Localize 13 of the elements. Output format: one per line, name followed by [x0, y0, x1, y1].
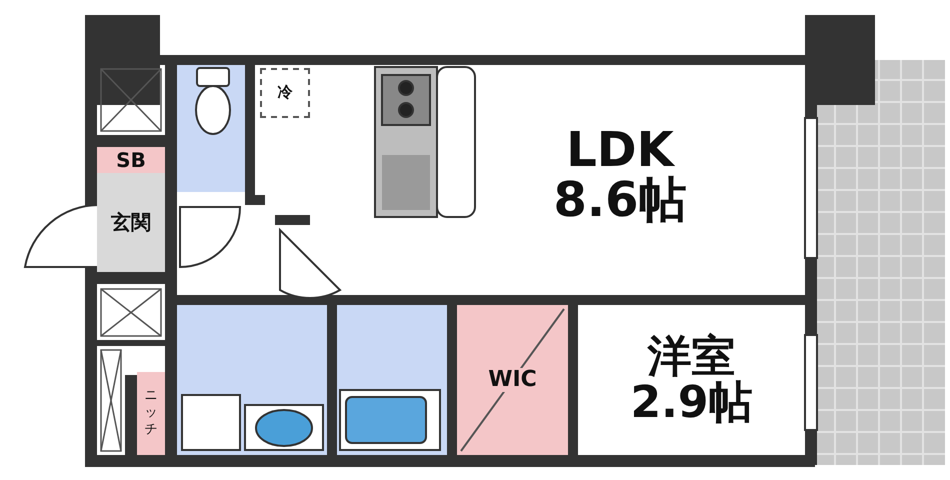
room-name: 洋室 — [648, 334, 736, 380]
room-name: SB — [116, 150, 146, 170]
room-name: ニッチ — [144, 388, 158, 439]
room-name: LDK — [566, 124, 674, 175]
entrance-shoebox — [97, 147, 165, 173]
fridge-space — [260, 68, 310, 118]
room-name: 玄関 — [111, 212, 151, 233]
niche — [137, 372, 165, 455]
room-name: 冷 — [278, 85, 292, 101]
room-size: 2.9帖 — [630, 380, 752, 426]
entrance-area — [97, 173, 165, 272]
room-name: WIC — [488, 368, 537, 392]
room-size: 8.6帖 — [553, 175, 687, 226]
